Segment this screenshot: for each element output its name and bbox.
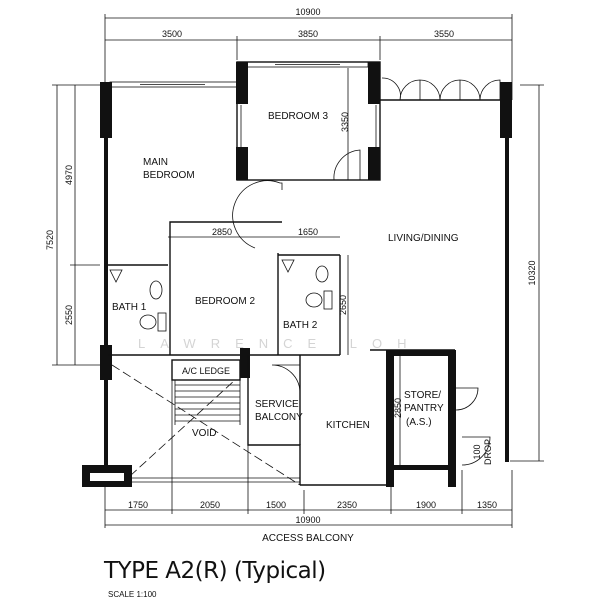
label-void: VOID: [192, 428, 216, 439]
dim-bath2-depth: 2650: [338, 295, 348, 315]
label-bath-1: BATH 1: [112, 302, 147, 313]
dim-bottom-4: 2350: [337, 500, 357, 510]
dim-bottom-6: 1350: [477, 500, 497, 510]
bottom-dimensions: 1750 2050 1500 2350 1900 1350 10900 ACCE…: [104, 445, 513, 544]
label-main-bedroom-1: MAIN: [143, 157, 168, 168]
dim-bedroom2-width: 2850: [212, 227, 232, 237]
dim-store-depth: 2850: [393, 398, 403, 418]
label-main-bedroom-2: BEDROOM: [143, 170, 195, 181]
label-store-2: PANTRY: [404, 403, 444, 414]
dim-left-upper: 4970: [64, 165, 74, 185]
dim-top-2: 3850: [298, 29, 318, 39]
plan-title: TYPE A2(R) (Typical): [103, 558, 326, 584]
label-service-1: SERVICE: [255, 399, 299, 410]
dim-bottom-total: 10900: [295, 515, 320, 525]
left-dimensions: 7520 4970 2550: [45, 84, 100, 366]
dim-left-lower: 2550: [64, 305, 74, 325]
label-drop-2: DROP: [483, 439, 493, 465]
label-living-dining: LIVING/DINING: [388, 233, 459, 244]
dim-right-total: 10320: [527, 260, 537, 285]
dim-top-1: 3500: [162, 29, 182, 39]
label-drop-1: 100: [472, 444, 482, 459]
dim-bedroom3-depth: 3350: [340, 112, 350, 132]
label-bath-2: BATH 2: [283, 320, 318, 331]
dim-top-3: 3550: [434, 29, 454, 39]
watermark: LAWRENCE LOH: [138, 336, 422, 351]
label-bedroom-3: BEDROOM 3: [268, 111, 328, 122]
label-ac-ledge: A/C LEDGE: [182, 366, 230, 376]
dim-bath2-width: 1650: [298, 227, 318, 237]
label-kitchen: KITCHEN: [326, 420, 370, 431]
dim-bottom-2: 2050: [200, 500, 220, 510]
room-labels: BEDROOM 3 3350 MAIN BEDROOM LIVING/DININ…: [112, 111, 493, 465]
dim-top-total: 10900: [295, 7, 320, 17]
label-bedroom-2: BEDROOM 2: [195, 296, 255, 307]
dim-bottom-3: 1500: [266, 500, 286, 510]
label-service-2: BALCONY: [255, 412, 303, 423]
dim-left-total: 7520: [45, 230, 55, 250]
label-store-1: STORE/: [404, 390, 441, 401]
dim-bottom-1: 1750: [128, 500, 148, 510]
walls: [82, 61, 512, 487]
label-access-balcony: ACCESS BALCONY: [262, 533, 354, 544]
label-store-3: (A.S.): [406, 417, 432, 428]
dim-bottom-5: 1900: [416, 500, 436, 510]
right-dimension: 10320: [510, 84, 544, 462]
plan-scale: SCALE 1:100: [108, 590, 157, 599]
top-dimensions: 10900 3500 3850 3550: [104, 7, 513, 100]
